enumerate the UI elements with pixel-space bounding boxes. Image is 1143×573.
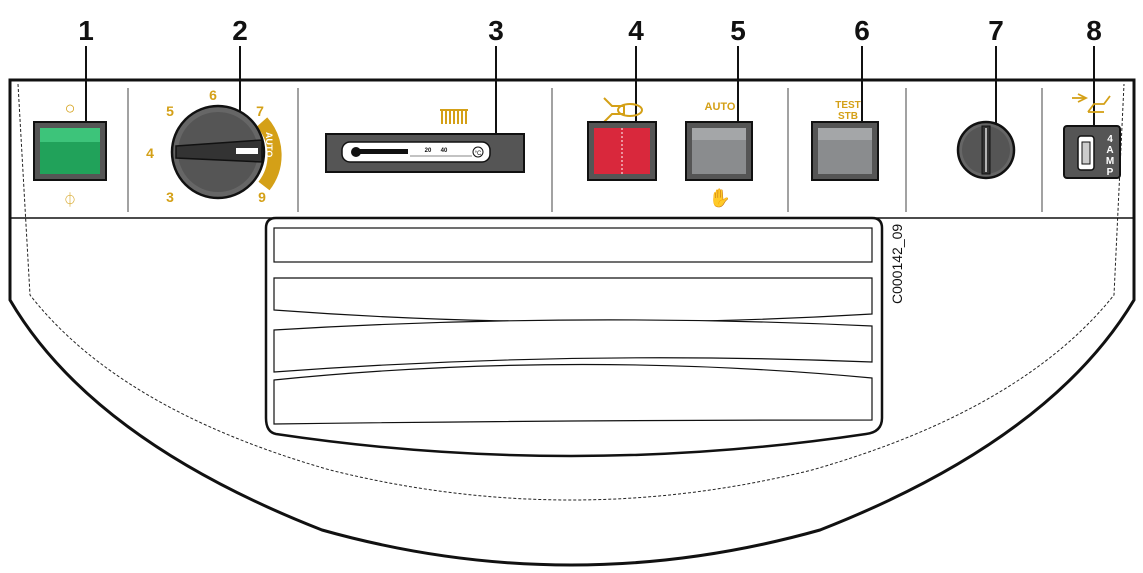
fuse-char-A: A [1106,145,1113,156]
dial-num-9: 9 [258,189,266,205]
callout-8: 8 [1086,15,1102,46]
thermometer: 20 40 °C [325,109,525,173]
callout-1: 1 [78,15,94,46]
horn-icon [603,97,643,123]
hand-icon: ✋ [709,187,731,209]
dial-num-3: 3 [166,189,174,205]
callout-6: 6 [854,15,870,46]
callout-7: 7 [988,15,1004,46]
thermo-unit: °C [475,151,482,157]
fuse-char-M: M [1106,156,1114,167]
reference-code: C000142_09 [889,224,905,304]
fuse-holder[interactable]: 4 A M P [1063,93,1121,179]
test-stb-button[interactable]: TEST STB [811,100,879,181]
callout-5: 5 [730,15,746,46]
stb-label: STB [838,111,858,122]
flap-slot-2 [273,277,873,323]
auto-manual-button[interactable]: AUTO ✋ [685,101,753,209]
callout-2: 2 [232,15,248,46]
thermo-low: 20 [425,148,432,154]
flap-slot-1 [273,227,873,263]
auto-label: AUTO [705,101,736,113]
dial-num-4: 4 [146,145,154,161]
fuse-char-4: 4 [1107,134,1113,145]
callout-4: 4 [628,15,644,46]
auto-arc [256,117,282,191]
radiator-icon [440,109,468,124]
dial-num-6: 6 [209,87,217,103]
on-symbol-icon: ⏀ [63,192,77,208]
dial-auto-label: AUTO [264,132,274,157]
dial-num-5: 5 [166,103,174,119]
fuse-char-P: P [1107,167,1114,178]
flap-slot-3 [273,319,873,373]
callout-3: 3 [488,15,504,46]
dial-num-7: 7 [256,103,264,119]
section-dividers [127,88,1043,212]
reset-knob[interactable] [956,120,1016,180]
alarm-button[interactable] [587,97,657,181]
panel-inner-dashed [17,83,1125,501]
flap-slot-4 [273,363,873,425]
pump-icon [1072,93,1111,113]
main-switch[interactable]: ○ ⏀ [33,98,107,208]
thermostat-dial[interactable]: 5 6 7 4 3 9 AUTO [146,87,282,205]
thermo-high: 40 [441,148,448,154]
front-flap[interactable] [264,216,884,458]
test-label: TEST [835,100,861,111]
off-symbol-icon: ○ [65,98,76,118]
